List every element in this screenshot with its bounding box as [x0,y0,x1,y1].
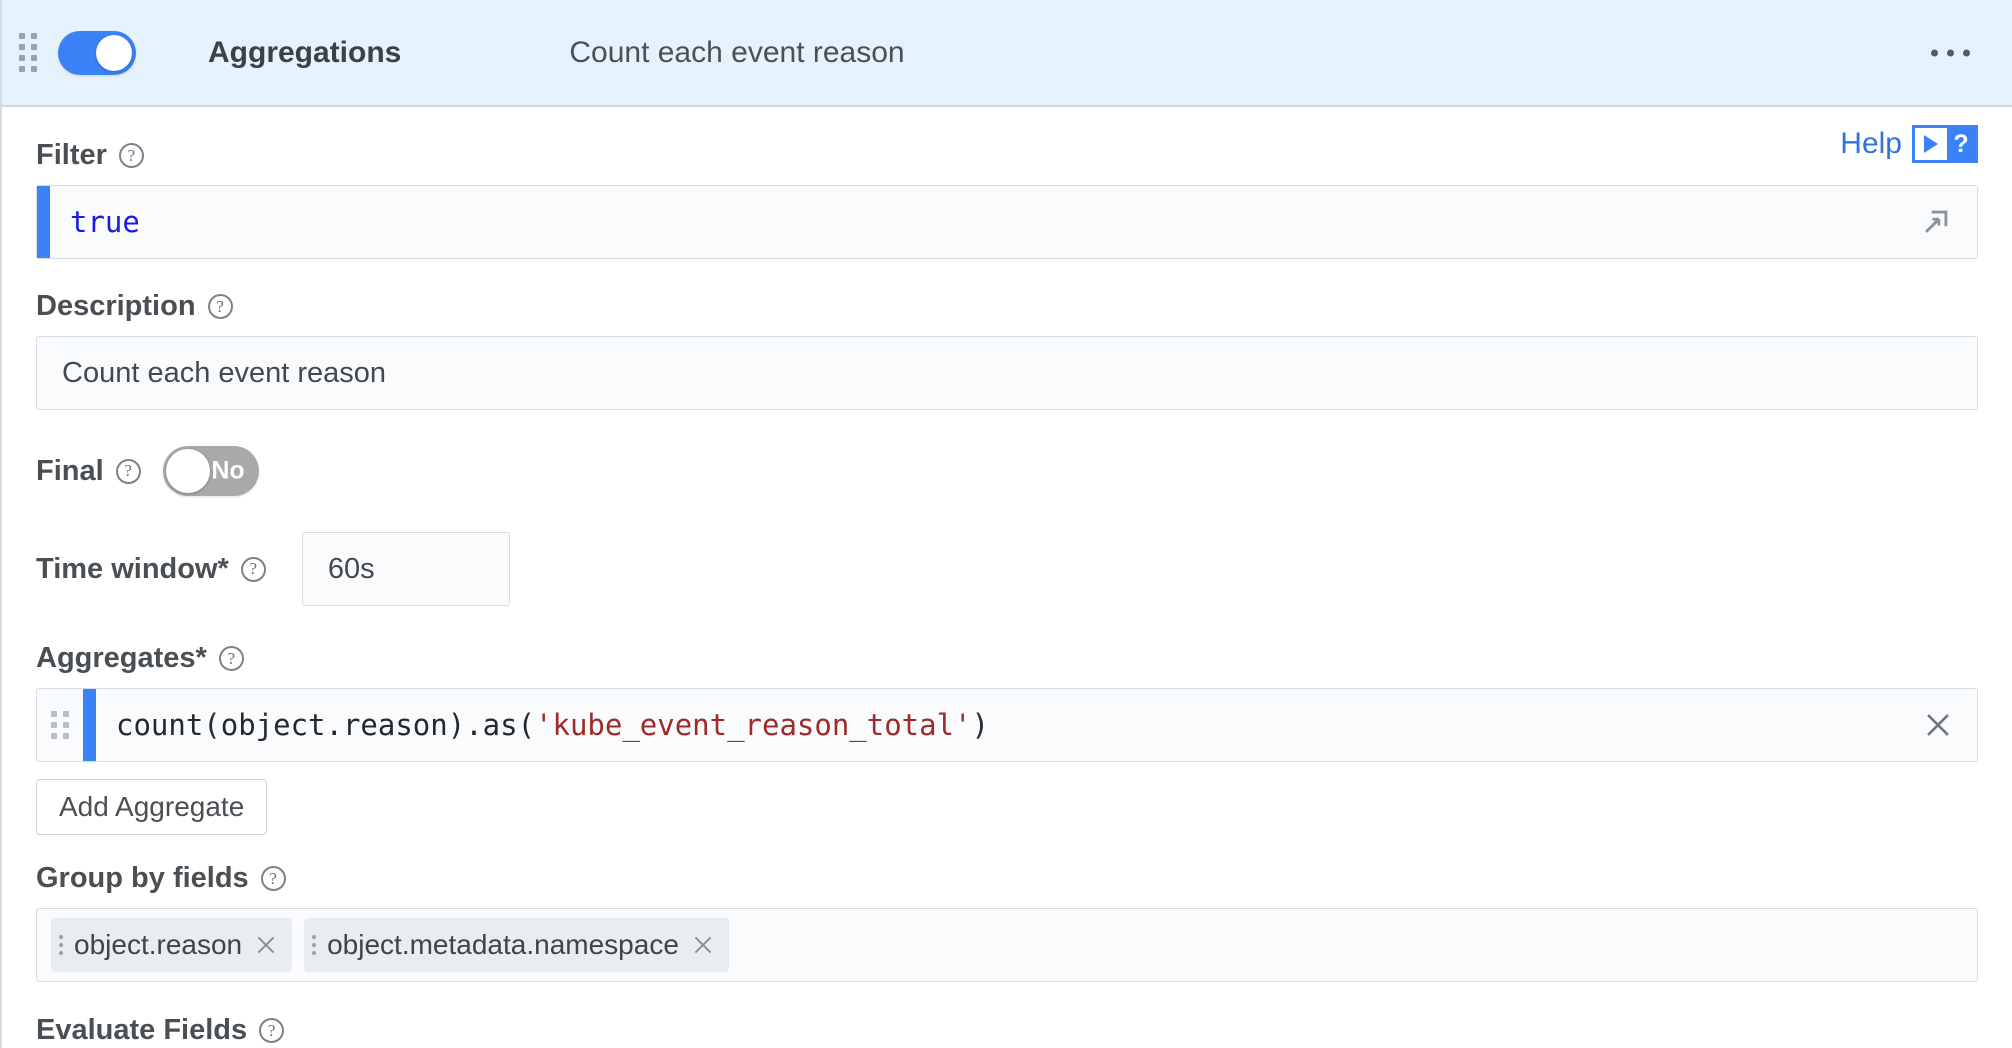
time-window-help-question-circle-icon[interactable]: ? [240,556,266,582]
group-by-chip[interactable]: object.metadata.namespace [304,918,729,972]
evaluate-fields-help-question-circle-icon[interactable]: ? [259,1018,285,1043]
chip-remove-close-icon[interactable] [253,932,279,958]
filter-code-editor[interactable]: true [36,185,1978,259]
overflow-menu-ellipsis-icon[interactable] [1925,39,1976,66]
panel-title: Aggregations [208,35,402,69]
panel-subtitle: Count each event reason [569,35,905,69]
aggregates-help-question-circle-icon[interactable]: ? [218,646,244,671]
filter-code-text: true [50,205,140,239]
aggregate-drag-handle-icon[interactable] [37,711,83,739]
final-toggle[interactable]: No [162,446,259,496]
group-by-field-group: Group by fields ? object.reason [36,835,1978,982]
panel-header: Aggregations Count each event reason [2,0,2012,107]
time-window-label: Time window* [36,552,229,585]
aggregate-accent-bar [83,689,96,761]
aggregate-expr-suffix: ) [971,708,989,742]
evaluate-fields-label: Evaluate Fields [36,1014,248,1046]
chip-drag-handle-icon[interactable] [312,935,317,955]
description-input[interactable]: Count each event reason [36,336,1978,410]
aggregates-field-group: Aggregates* ? count(object.reason).as('k… [36,606,1978,835]
final-label: Final [36,454,104,487]
aggregate-remove-close-icon[interactable] [1921,708,1955,742]
aggregates-label-row: Aggregates* ? [36,642,1978,675]
aggregate-code-text: count(object.reason).as('kube_event_reas… [96,708,989,742]
time-window-input[interactable]: 60s [301,532,510,606]
final-help-question-circle-icon[interactable]: ? [115,458,141,484]
filter-label: Filter [36,139,107,171]
filter-field-group: Filter ? true [36,107,1978,259]
evaluate-fields-label-row: Evaluate Fields ? [36,1014,1978,1047]
filter-label-row: Filter ? [36,139,1978,172]
description-help-question-circle-icon[interactable]: ? [207,294,233,319]
final-label-row: Final ? [36,455,141,488]
help-link[interactable]: Help ? [1840,125,1978,163]
chip-remove-close-icon[interactable] [690,932,716,958]
time-window-label-row: Time window* ? [36,553,266,586]
chip-label: object.metadata.namespace [327,929,679,960]
evaluate-fields-field-group: Evaluate Fields ? [36,982,1978,1047]
filter-expand-icon[interactable] [1919,205,1953,239]
filter-help-question-circle-icon[interactable]: ? [118,143,144,168]
chip-drag-handle-icon[interactable] [59,935,63,955]
toggle-knob [165,449,210,493]
filter-accent-bar [37,186,50,258]
chip-label: object.reason [74,929,243,960]
panel-drag-handle-icon[interactable] [18,32,38,74]
description-field-group: Description ? Count each event reason [36,259,1978,410]
time-window-field-group: Time window* ? 60s [36,496,1978,606]
aggregates-label: Aggregates* [36,642,207,674]
play-icon [1915,128,1947,160]
toggle-knob [96,34,132,71]
help-video-badge[interactable]: ? [1912,125,1978,163]
final-toggle-value: No [211,456,245,485]
help-label: Help [1840,127,1902,160]
group-by-chips-container[interactable]: object.reason object.metadata.namespace [36,908,1978,982]
aggregate-expr-string: 'kube_event_reason_total' [535,708,972,742]
panel-body: Help ? Filter ? true [2,107,2012,1047]
final-field-group: Final ? No [36,410,1978,496]
group-by-label-row: Group by fields ? [36,862,1978,895]
description-label: Description [36,290,196,322]
aggregate-row[interactable]: count(object.reason).as('kube_event_reas… [36,688,1978,762]
aggregate-expr-prefix: count(object.reason).as( [116,708,536,742]
question-mark-icon: ? [1947,128,1975,160]
description-label-row: Description ? [36,290,1978,323]
group-by-help-question-circle-icon[interactable]: ? [260,866,286,891]
panel-enable-toggle[interactable] [58,30,136,75]
add-aggregate-button[interactable]: Add Aggregate [36,779,268,835]
group-by-label: Group by fields [36,862,249,894]
filter-value: true [70,205,140,239]
group-by-chip[interactable]: object.reason [51,918,293,972]
